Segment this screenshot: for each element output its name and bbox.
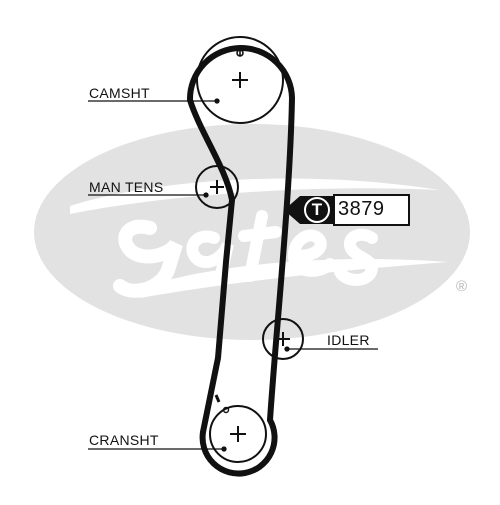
tool-number: 3879 (338, 198, 385, 220)
idler-pulley (262, 318, 304, 360)
gates-watermark-logo (34, 124, 470, 340)
registered-trademark: ® (456, 278, 468, 295)
tool-badge-shape (284, 194, 410, 226)
camshaft-sprocket (196, 36, 284, 124)
tool-letter: T (311, 200, 323, 219)
camshaft-label: CAMSHT (89, 85, 150, 101)
crankshaft-sprocket (209, 394, 267, 463)
crankshaft-label: CRANSHT (89, 432, 159, 448)
idler-label: IDLER (327, 332, 370, 348)
timing-belt (186, 45, 295, 477)
tensioner-label: MAN TENS (89, 179, 164, 195)
tensioner-pulley (195, 165, 239, 209)
leader-lines (88, 98, 378, 452)
